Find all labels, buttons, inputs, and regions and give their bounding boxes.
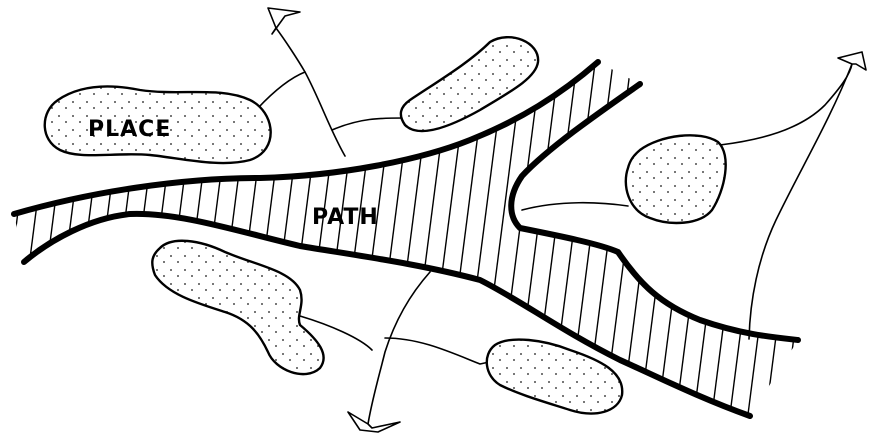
hatch-line [0,40,22,430]
path-edge-lower [24,214,750,416]
trail-line [522,203,628,210]
trail-line [258,28,305,108]
trail-line [720,64,852,145]
pennant-flag-icon [268,8,300,34]
path-label: PATH [312,205,379,230]
hatch-line [836,40,885,430]
hatch-line [800,40,850,430]
hatch-line [0,40,4,430]
place-label: PLACE [88,117,171,142]
hatch-line [0,40,40,430]
hatch-line [764,40,814,430]
hatch-line [782,40,832,430]
trail-line [305,72,345,156]
trail-line [749,64,852,339]
trail-line [368,272,430,424]
trail-line [332,118,404,130]
pennant-flag-icon [348,412,400,432]
hatch-line [818,40,868,430]
hatch-line [854,40,885,430]
